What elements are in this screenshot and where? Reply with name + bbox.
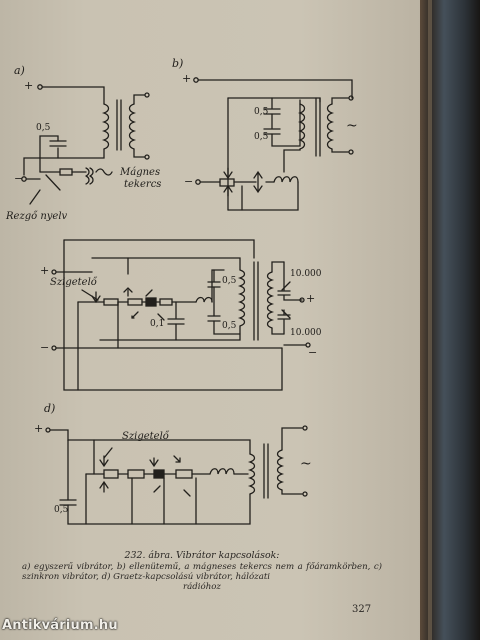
diagram-c: + Szigetelő 0,1 0,5 0,5 − (40, 239, 322, 391)
svg-text:+: + (306, 292, 315, 305)
svg-text:10.000: 10.000 (290, 269, 322, 279)
svg-text:+: + (182, 72, 191, 85)
svg-text:0,1: 0,1 (150, 319, 164, 329)
circuit-diagrams: a) + 0,5 Mágnes tekercs − Rezgő nyelv b)… (5, 57, 358, 525)
minus-sign: − (14, 172, 23, 185)
diagram-d: d) + Szigetelő 0,5 ~ (34, 402, 312, 525)
caption-last-line: rádióhoz (183, 582, 221, 592)
figure-caption: 232. ábra. Vibrátor kapcsolások: a) egys… (22, 550, 382, 593)
svg-text:0,5: 0,5 (222, 321, 237, 331)
reed-label: Rezgő nyelv (5, 211, 68, 222)
caption-body: a) egyszerű vibrátor, b) ellenütemű, a m… (22, 562, 382, 582)
diagram-a: a) + 0,5 Mágnes tekercs − Rezgő nyelv (5, 64, 161, 222)
caption-title: 232. ábra. Vibrátor kapcsolások: (124, 550, 280, 561)
svg-text:+: + (34, 422, 43, 435)
label-a: a) (14, 64, 25, 77)
c-plus: + (40, 264, 49, 277)
insulator-label-1: Szigetelő (50, 277, 98, 288)
book-page (0, 0, 428, 640)
cap-a-value: 0,5 (36, 123, 51, 133)
svg-text:−: − (184, 175, 193, 188)
svg-text:0,5: 0,5 (222, 276, 237, 286)
watermark: Antikvárium.hu (2, 618, 118, 633)
label-d: d) (44, 402, 55, 415)
svg-text:−: − (40, 341, 49, 354)
svg-text:−: − (308, 346, 317, 359)
coil-label: tekercs (124, 179, 161, 190)
svg-text:10.000: 10.000 (290, 328, 322, 338)
svg-text:0,5: 0,5 (254, 107, 269, 117)
svg-text:0,5: 0,5 (54, 505, 69, 515)
label-b: b) (172, 57, 183, 70)
svg-text:0,5: 0,5 (254, 132, 269, 142)
svg-text:~: ~ (300, 456, 312, 472)
plus-sign: + (24, 79, 33, 92)
magnet-label: Mágnes (119, 167, 160, 178)
page-number: 327 (352, 604, 372, 615)
diagram-b: b) + 0,5 0,5 ~ − (172, 57, 358, 211)
insulator-label-2: Szigetelő (122, 431, 170, 442)
spine-edge (428, 0, 432, 640)
svg-text:~: ~ (346, 118, 358, 134)
